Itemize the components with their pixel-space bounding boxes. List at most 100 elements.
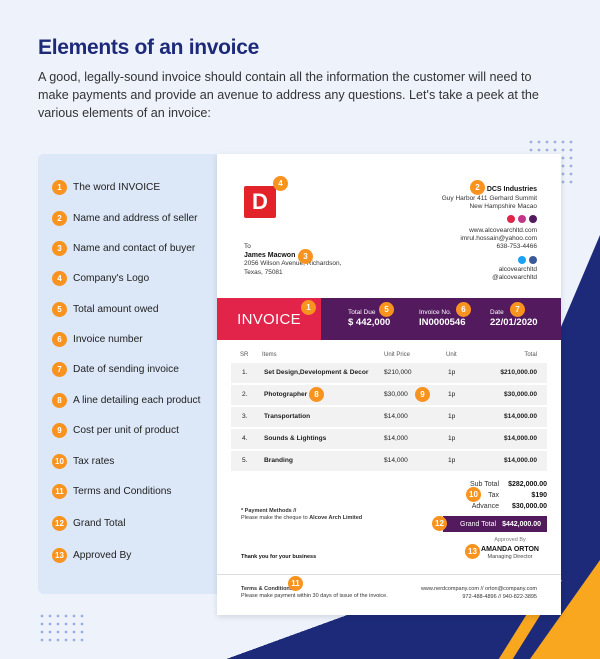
footer-contact-line: 972-488-4896 // 940-822-3895 (462, 593, 537, 600)
table-row: 5. Branding $14,000 1p $14,000.00 (231, 451, 547, 471)
terms-title: Terms & Conditions (241, 586, 293, 592)
row-price: $30,000 (384, 391, 408, 398)
legend-item: 11 Terms and Conditions (52, 484, 172, 499)
approved-label: Approved By (494, 537, 526, 543)
legend-label: Tax rates (73, 456, 115, 467)
number-badge: 11 (288, 576, 303, 591)
legend-label: Company's Logo (73, 273, 150, 284)
thank-you-note: Thank you for your business (241, 554, 317, 560)
social-icon (518, 215, 526, 223)
buyer-address-line: Texas, 75081 (244, 268, 283, 276)
approved-by: Approved By AMANDA ORTON Managing Direct… (481, 537, 539, 560)
social-handle: @alcovearchltd (492, 274, 537, 282)
advance-row: Advance $30,000.00 (470, 501, 547, 512)
advance-label: Advance (471, 503, 499, 510)
legend-item: 5 Total amount owed (52, 302, 159, 317)
social-icons-row-1 (507, 215, 537, 223)
row-sr: 3. (242, 413, 248, 420)
legend-item: 4 Company's Logo (52, 271, 149, 286)
number-badge: 2 (52, 211, 67, 226)
number-badge: 7 (52, 362, 67, 377)
row-price: $14,000 (384, 413, 408, 420)
social-icon (529, 215, 537, 223)
table-row: 2. Photographer $30,000 1p $30,000.00 (231, 385, 547, 405)
buyer-to-label: To (244, 243, 251, 250)
invoice-date-value: 22/01/2020 (490, 317, 538, 328)
number-badge: 8 (309, 387, 324, 402)
approver-name: AMANDA ORTON (481, 546, 539, 553)
totals-block: Sub Total$282,000.00 Tax$190 Advance$30,… (470, 479, 547, 512)
number-badge: 6 (456, 302, 471, 317)
number-badge: 5 (52, 302, 67, 317)
invoice-number: Invoice No. IN0000546 (419, 309, 465, 328)
number-badge: 1 (301, 300, 316, 315)
row-total: $210,000.00 (500, 369, 537, 376)
row-item: Branding (264, 457, 293, 464)
number-badge: 11 (52, 484, 67, 499)
row-unit: 1p (448, 457, 456, 464)
total-due: Total Due $ 442,000 (348, 309, 390, 328)
header-unit: Unit (446, 352, 457, 358)
row-total: $14,000.00 (503, 413, 537, 420)
number-badge: 13 (52, 548, 67, 563)
row-unit: 1p (448, 435, 456, 442)
number-badge: 9 (52, 423, 67, 438)
number-badge: 12 (432, 516, 447, 531)
facebook-icon (529, 256, 537, 264)
legend-label: Terms and Conditions (73, 486, 172, 497)
row-unit: 1p (448, 391, 456, 398)
seller-name: DCS Industries (486, 186, 537, 193)
footer-contact-line: www.nerdcompany.com // orton@company.com (420, 586, 537, 592)
terms-text: Please make payment within 30 days of is… (241, 593, 388, 599)
number-badge: 3 (52, 241, 67, 256)
social-handles: alcovearchltd @alcovearchltd (492, 266, 537, 282)
footer-contact: www.nerdcompany.com // orton@company.com… (421, 586, 537, 601)
row-sr: 1. (242, 369, 248, 376)
payment-payee: Alcove Arch Limited (309, 515, 363, 521)
number-badge: 7 (510, 302, 525, 317)
number-badge: 6 (52, 332, 67, 347)
row-price: $210,000 (384, 369, 412, 376)
advance-value: $30,000.00 (511, 503, 547, 510)
company-logo: D (244, 186, 276, 218)
grand-total: Grand Total $442,000.00 (443, 516, 547, 532)
row-item: Transportation (264, 413, 311, 420)
tax-label: Tax (488, 492, 499, 499)
seller-address-line: New Hampshire Macao (469, 203, 537, 210)
dot-pattern-bottom-left (38, 612, 86, 644)
page-title: Elements of an invoice (38, 36, 259, 59)
row-unit: 1p (448, 413, 456, 420)
payment-text: Please make the cheque to Alcove Arch Li… (241, 515, 362, 522)
row-item: Sounds & Lightings (264, 435, 327, 442)
row-item: Set Design,Development & Decor (264, 369, 369, 376)
twitter-icon (518, 256, 526, 264)
legend-label: Invoice number (73, 334, 143, 345)
number-badge: 12 (52, 516, 67, 531)
subtotal-label: Sub Total (469, 481, 499, 488)
intro-text: A good, legally-sound invoice should con… (38, 70, 539, 120)
legend-item: 3 Name and contact of buyer (52, 241, 195, 256)
legend-label: Name and contact of buyer (73, 243, 196, 254)
subtotal-row: Sub Total$282,000.00 (470, 479, 547, 490)
number-badge: 4 (52, 271, 67, 286)
seller-contact: www.alcovearchltd.com imrul.hossain@yaho… (460, 227, 537, 252)
buyer-name: James Macwon (244, 251, 296, 259)
number-badge: 4 (273, 176, 288, 191)
seller-phone: 638-753-4466 (496, 243, 537, 251)
row-price: $14,000 (384, 457, 408, 464)
buyer-address-line: 2056 Wilson Avenue, Richardson, (244, 260, 342, 267)
payment-title: * Payment Methods // (241, 508, 297, 514)
invoice-sample: D 4 DCS Industries Guy Harbor 411 Gerhar… (217, 154, 561, 615)
number-badge: 9 (415, 387, 430, 402)
header-unit-price: Unit Price (384, 352, 411, 358)
invoice-number-value: IN0000546 (419, 317, 466, 328)
approver-role: Managing Director (487, 554, 533, 560)
legend-label: Total amount owed (73, 304, 159, 315)
